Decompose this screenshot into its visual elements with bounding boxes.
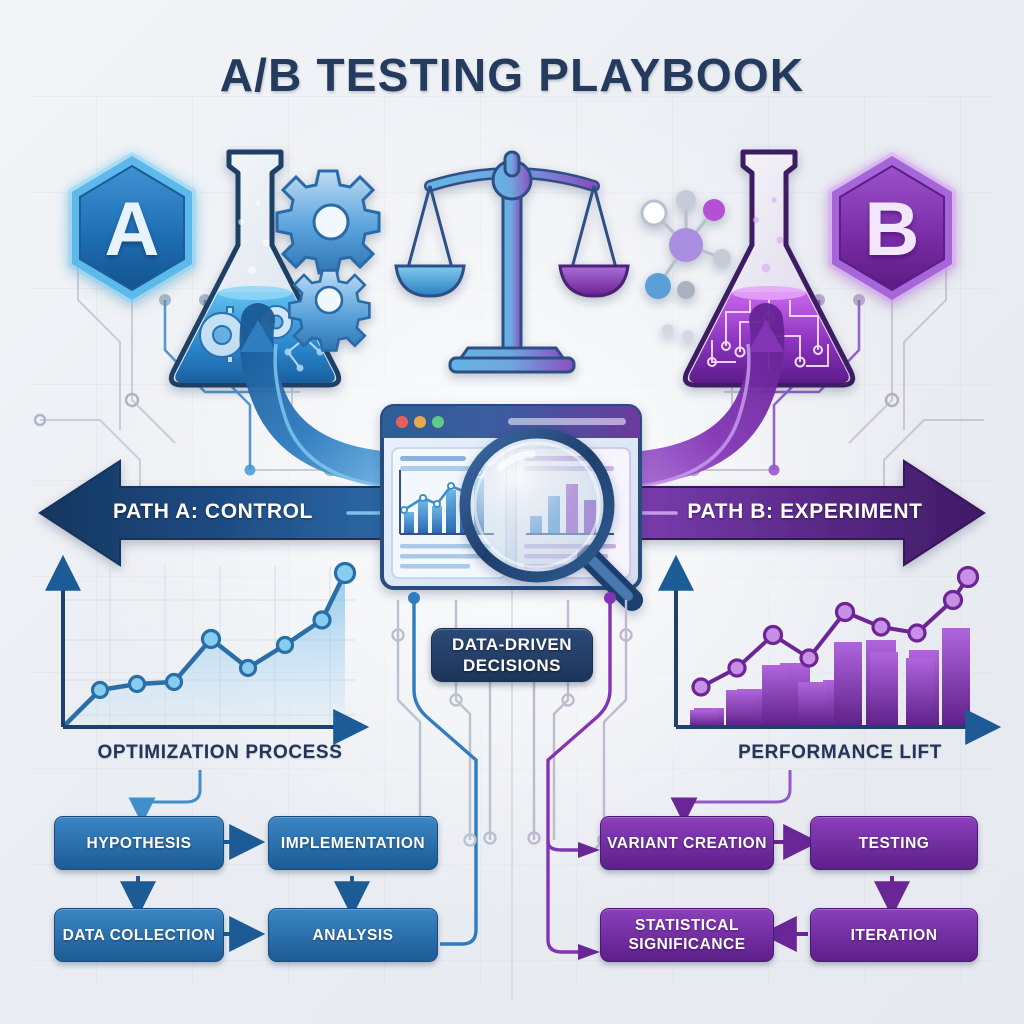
- flow-box-testing-label: TESTING: [858, 834, 930, 852]
- flow-box-variant-creation[interactable]: VARIANT CREATION: [600, 816, 774, 870]
- balance-scale-icon: [394, 150, 630, 374]
- line-chart-markers: [90, 561, 357, 700]
- curved-arrow-to-flask-b: [589, 303, 785, 490]
- flow-box-iteration-label: ITERATION: [850, 926, 938, 944]
- green-dot: [432, 416, 444, 428]
- hexagon-badge-b: [828, 152, 956, 304]
- page-title: A/B TESTING PLAYBOOK: [219, 49, 805, 101]
- data-driven-decisions-line2: DECISIONS: [462, 656, 562, 675]
- flow-box-hypothesis-label: HYPOTHESIS: [86, 834, 192, 852]
- bar-chart-bars-main: [690, 628, 970, 727]
- center-circuit-left-accent: [412, 598, 478, 946]
- hexagon-a-letter: A: [104, 187, 160, 272]
- data-driven-decisions-badge: DATA-DRIVEN DECISIONS: [431, 628, 593, 682]
- red-dot: [396, 416, 408, 428]
- magnifier-icon: [459, 427, 643, 611]
- optimization-process-caption: OPTIMIZATION PROCESS: [97, 742, 343, 763]
- flow-box-variant-creation-label: VARIANT CREATION: [607, 834, 767, 852]
- yellow-dot: [414, 416, 426, 428]
- data-driven-decisions-line1: DATA-DRIVEN: [451, 635, 573, 654]
- flow-box-statistical-significance-label: STATISTICAL SIGNIFICANCE: [628, 917, 746, 953]
- molecule-nodes: [640, 190, 731, 342]
- flow-box-implementation-label: IMPLEMENTATION: [280, 834, 426, 852]
- connector-right-chart-to-flow: [670, 770, 792, 825]
- gear-icon-large: [275, 169, 381, 275]
- center-circuit-left-nodes: [408, 592, 420, 604]
- flow-box-analysis-label: ANALYSIS: [312, 926, 394, 944]
- flow-box-testing[interactable]: TESTING: [810, 816, 978, 870]
- flow-box-implementation[interactable]: IMPLEMENTATION: [268, 816, 438, 870]
- curved-arrow-to-flask-a: [239, 303, 435, 490]
- flow-box-statistical-significance[interactable]: STATISTICAL SIGNIFICANCE: [600, 908, 774, 962]
- center-circuit-left-rings: [391, 628, 497, 847]
- flow-box-iteration[interactable]: ITERATION: [810, 908, 978, 962]
- path-b-label: PATH B: EXPERIMENT: [687, 500, 923, 523]
- flow-arrows-right: [760, 824, 910, 952]
- flow-box-data-collection-label: DATA COLLECTION: [62, 926, 216, 944]
- path-a-label: PATH A: CONTROL: [113, 500, 313, 523]
- molecule-icon: [652, 200, 723, 287]
- hexagon-b-letter: B: [864, 187, 920, 272]
- flow-box-analysis[interactable]: ANALYSIS: [268, 908, 438, 962]
- center-circuit-right-arrows: [578, 842, 600, 960]
- hexagon-badge-a: [68, 152, 196, 304]
- flow-box-hypothesis[interactable]: HYPOTHESIS: [54, 816, 224, 870]
- flow-arrows-left: [120, 824, 370, 952]
- performance-lift-caption: PERFORMANCE LIFT: [738, 742, 942, 763]
- performance-bar-chart: [658, 554, 1002, 745]
- flask-blue-icon: [168, 149, 381, 388]
- gear-icon-small: [288, 269, 371, 352]
- center-circuit-right-nodes: [604, 592, 616, 604]
- bar-chart-trend-markers: [691, 565, 980, 697]
- center-circuit-right-accent: [546, 598, 612, 954]
- connector-left-chart-to-flow: [128, 770, 202, 825]
- flow-box-data-collection[interactable]: DATA COLLECTION: [54, 908, 224, 962]
- optimization-line-chart: [45, 554, 370, 745]
